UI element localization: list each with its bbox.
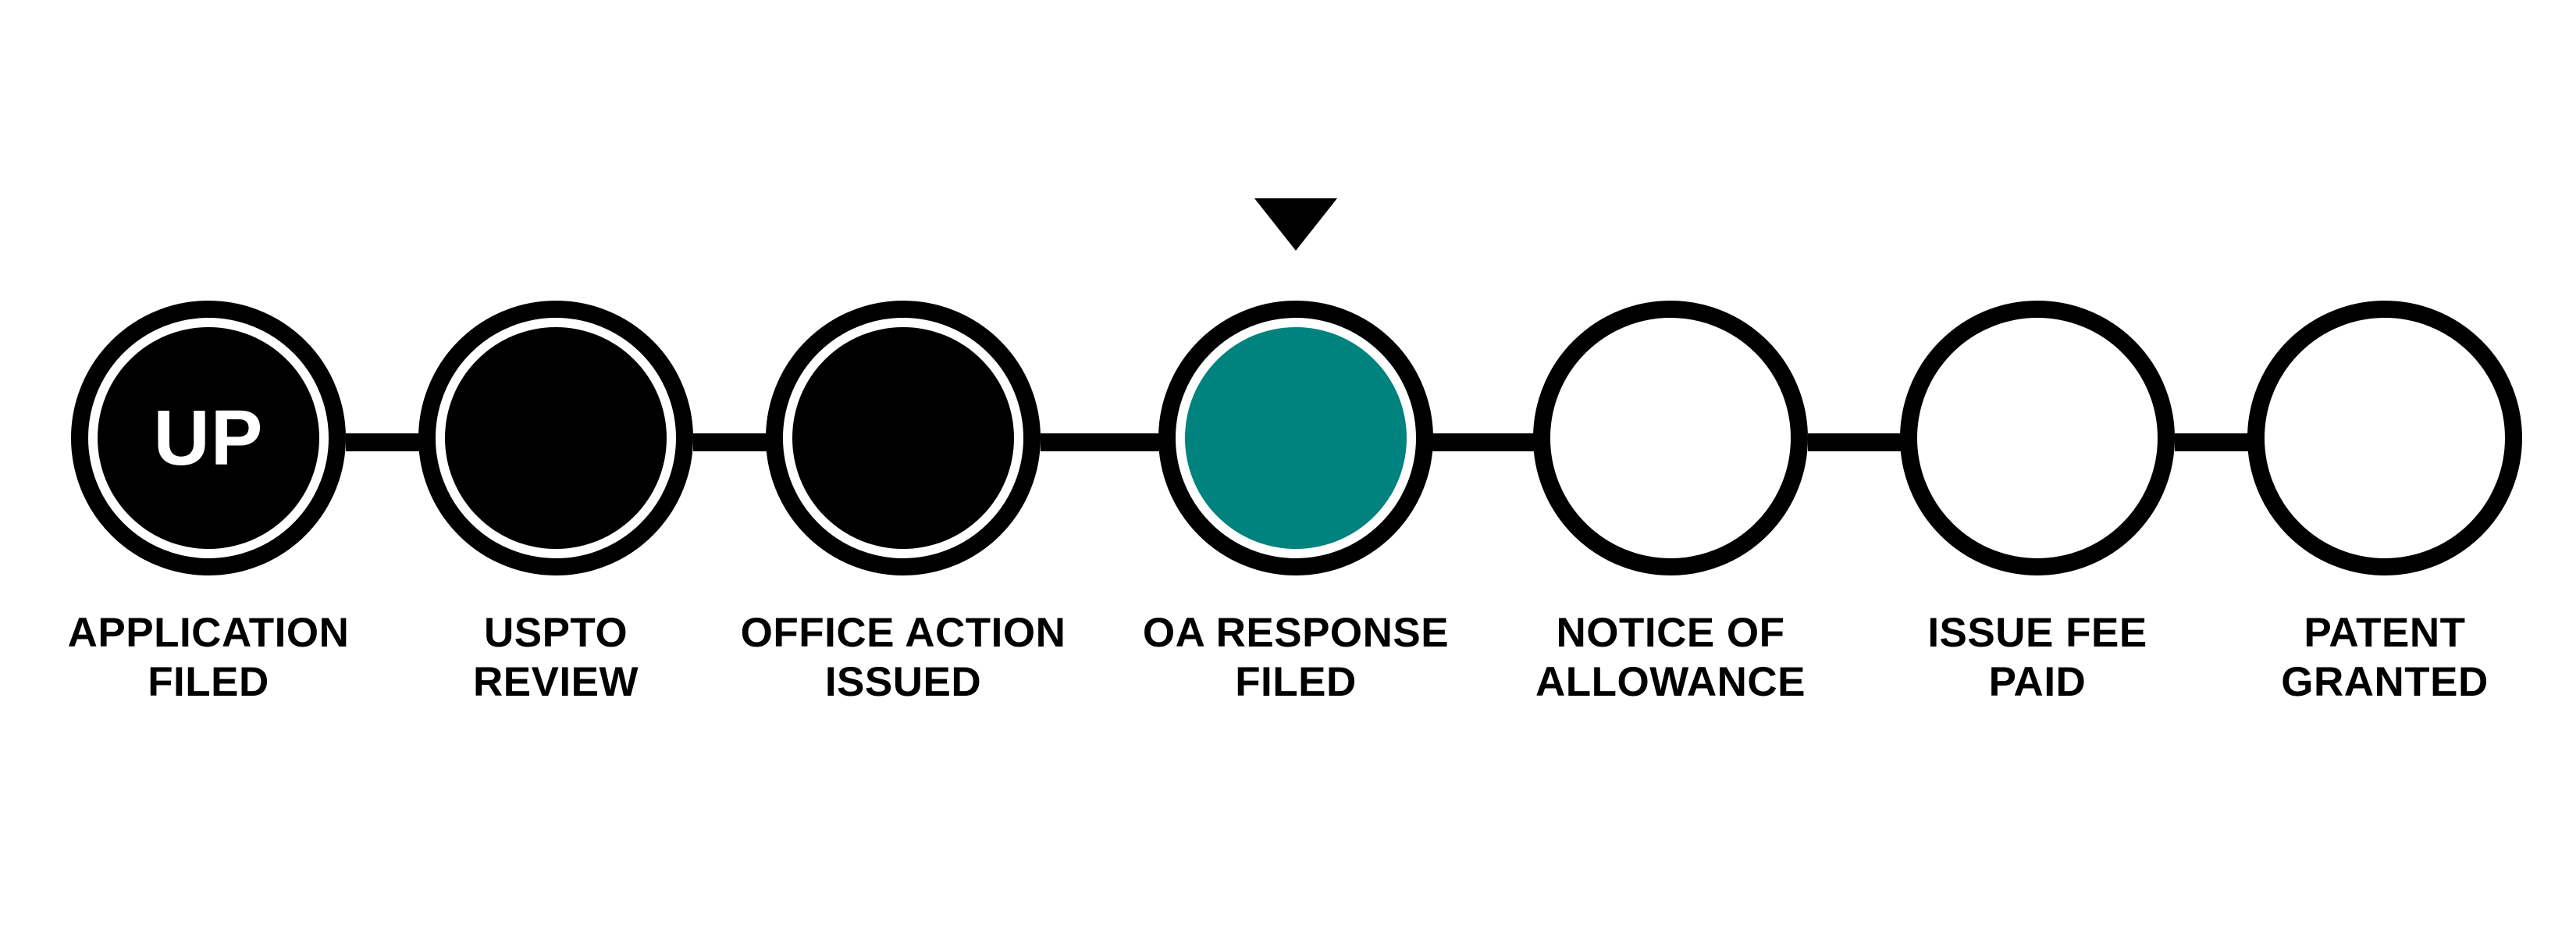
step-6[interactable] <box>2247 301 2522 575</box>
step-node-4[interactable] <box>1533 301 1808 575</box>
step-label-line1-4: NOTICE OF <box>1556 610 1785 656</box>
step-5[interactable] <box>1900 301 2175 575</box>
step-3[interactable] <box>1158 301 1433 575</box>
step-node-5[interactable] <box>1900 301 2175 575</box>
step-node-0[interactable]: UP <box>71 301 346 575</box>
step-label-line2-2: ISSUED <box>824 658 982 705</box>
step-1[interactable] <box>418 301 693 575</box>
step-label-line1-2: OFFICE ACTION <box>740 610 1066 656</box>
step-4[interactable] <box>1533 301 1808 575</box>
step-label-line1-0: APPLICATION <box>67 610 350 656</box>
step-label-line2-4: ALLOWANCE <box>1535 658 1806 705</box>
step-node-2[interactable] <box>766 301 1041 575</box>
step-node-core-2 <box>792 327 1014 549</box>
step-label-line2-0: FILED <box>148 658 269 705</box>
step-badge-0: UP <box>153 394 264 482</box>
step-node-core-0: UP <box>98 327 319 549</box>
step-label-line2-6: GRANTED <box>2281 658 2489 705</box>
step-2[interactable] <box>766 301 1041 575</box>
step-label-line2-5: PAID <box>1988 658 2087 705</box>
step-node-3[interactable] <box>1158 301 1433 575</box>
step-0[interactable]: UP <box>71 301 346 575</box>
step-label-line1-6: PATENT <box>2304 610 2466 656</box>
step-node-1[interactable] <box>418 301 693 575</box>
triangle-down-icon <box>1254 198 1337 251</box>
step-label-line1-1: USPTO <box>483 610 628 656</box>
step-node-6[interactable] <box>2247 301 2522 575</box>
step-node-core-1 <box>445 327 667 549</box>
step-node-core-3 <box>1185 327 1407 549</box>
step-label-line1-3: OA RESPONSE <box>1142 610 1450 656</box>
step-label-line2-1: REVIEW <box>472 658 639 705</box>
step-label-line1-5: ISSUE FEE <box>1927 610 2147 656</box>
step-label-line2-3: FILED <box>1235 658 1357 705</box>
